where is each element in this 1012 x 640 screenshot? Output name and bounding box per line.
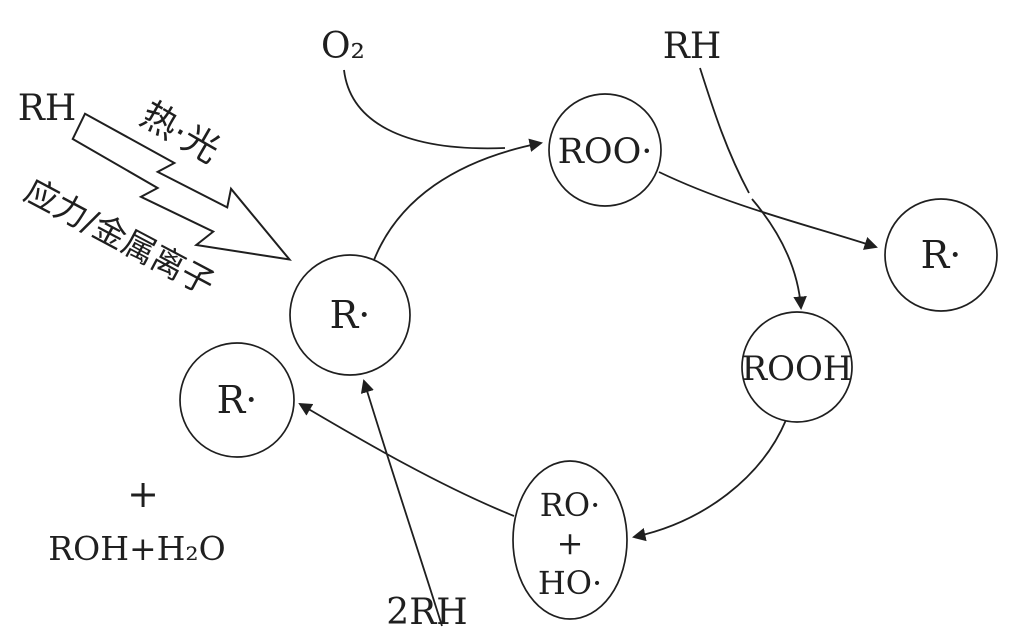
node-plus-label: + xyxy=(557,524,584,562)
edge-rh-join xyxy=(699,67,750,194)
2rh-label: 2RH xyxy=(386,592,467,633)
node-r-lower-left-label: R· xyxy=(217,378,258,422)
node-r-main-circle xyxy=(289,254,411,376)
node-r-main: R· xyxy=(289,254,411,376)
node-r-lower-left-circle xyxy=(179,342,295,458)
node-rooh-circle xyxy=(741,311,853,423)
node-roo-circle xyxy=(548,93,662,207)
initiation-bolt-arrow xyxy=(71,112,292,261)
edge-to-rooh xyxy=(751,198,807,311)
node-ro-ho-ellipse xyxy=(512,460,628,620)
edge-roo-to-rright xyxy=(658,171,878,250)
node-r-right: R· xyxy=(884,198,998,312)
node-roo-label: ROO· xyxy=(558,132,653,172)
rh-top-left-label: RH xyxy=(18,88,77,129)
edge-radicals-to-rlowerleft xyxy=(298,402,515,517)
bolt-arrow-icon xyxy=(71,112,292,261)
edge-rooh-to-radicals xyxy=(632,419,787,542)
o2-label: O₂ xyxy=(321,26,365,67)
byproducts-label: ROH+H₂O xyxy=(48,529,225,568)
node-ro-label: RO· xyxy=(540,486,601,524)
node-r-main-label: R· xyxy=(330,293,371,337)
node-rooh-label: ROOH xyxy=(742,349,853,389)
node-ho-label: HO· xyxy=(538,564,602,602)
edge-rmain-to-roo xyxy=(373,138,543,261)
node-r-right-label: R· xyxy=(921,233,962,277)
node-rooh: ROOH xyxy=(741,311,853,423)
edge-2rh-to-rmain xyxy=(360,379,443,627)
plus-label: + xyxy=(127,472,159,516)
node-r-lower-left: R· xyxy=(179,342,295,458)
node-ro-ho: RO· + HO· xyxy=(512,460,628,620)
rh-top-right-label: RH xyxy=(663,26,722,67)
edge-o2-to-roo xyxy=(343,69,506,150)
node-roo: ROO· xyxy=(548,93,662,207)
node-r-right-circle xyxy=(884,198,998,312)
